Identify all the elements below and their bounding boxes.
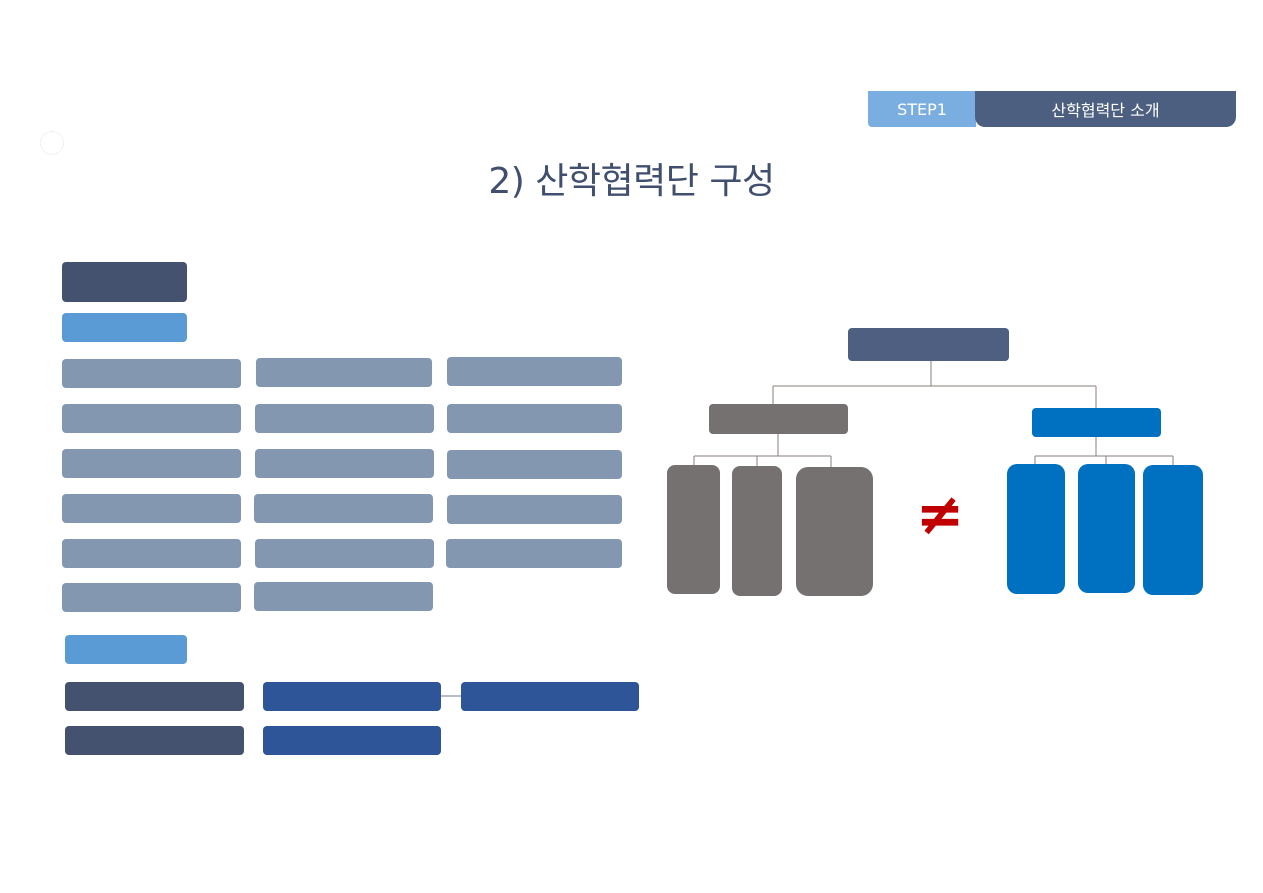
org-head-box[interactable] (62, 262, 187, 302)
unit-box[interactable] (256, 358, 432, 387)
dept-box[interactable] (65, 682, 244, 711)
unit-box[interactable] (62, 583, 241, 612)
unit-box[interactable] (255, 449, 434, 478)
unit-box[interactable] (447, 357, 622, 386)
org-leaf-box-gray[interactable] (667, 465, 720, 594)
org-leaf-box-blue[interactable] (1078, 464, 1135, 593)
page-title: 2) 산학협력단 구성 (488, 161, 775, 202)
group-label-box[interactable] (65, 635, 187, 664)
unit-box[interactable] (254, 582, 433, 611)
org-root-box[interactable] (848, 328, 1009, 361)
org-leaf-box-gray[interactable] (732, 466, 782, 596)
unit-box[interactable] (447, 450, 622, 479)
dept-box[interactable] (65, 726, 244, 755)
section-tab[interactable]: 산학협력단 소개 (975, 91, 1236, 127)
corner-decoration (40, 131, 64, 155)
unit-box[interactable] (62, 449, 241, 478)
unit-box[interactable] (62, 359, 241, 388)
unit-box[interactable] (255, 404, 434, 433)
unit-box[interactable] (447, 404, 622, 433)
not-equal-icon: ≠ (915, 480, 965, 548)
team-box[interactable] (461, 682, 639, 711)
unit-box[interactable] (62, 539, 241, 568)
step-tab[interactable]: STEP1 (868, 91, 976, 127)
org-leaf-box-blue[interactable] (1143, 465, 1203, 595)
unit-box[interactable] (447, 495, 622, 524)
org-leaf-box-gray[interactable] (796, 467, 873, 596)
unit-box[interactable] (62, 404, 241, 433)
org-leaf-box-blue[interactable] (1007, 464, 1065, 594)
unit-box[interactable] (255, 539, 434, 568)
team-box[interactable] (263, 682, 441, 711)
team-box[interactable] (263, 726, 441, 755)
unit-box[interactable] (254, 494, 433, 523)
org-branch-box-gray[interactable] (709, 404, 848, 434)
unit-box[interactable] (62, 494, 241, 523)
org-branch-box-blue[interactable] (1032, 408, 1161, 437)
unit-box[interactable] (446, 539, 622, 568)
group-label-box[interactable] (62, 313, 187, 342)
